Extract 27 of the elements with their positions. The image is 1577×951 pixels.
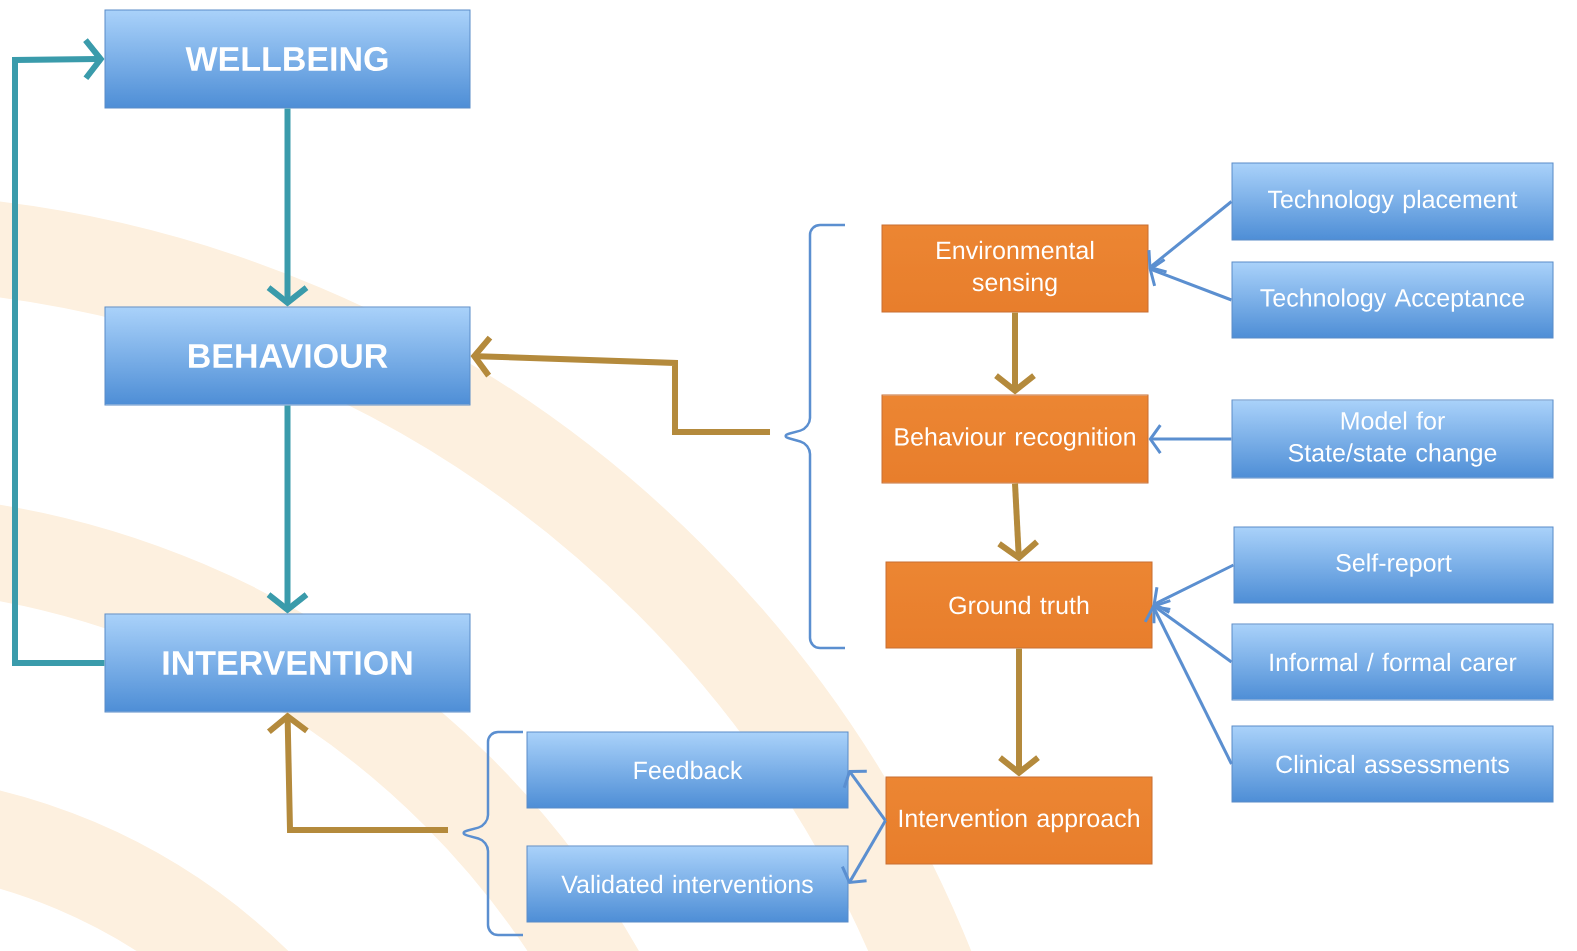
stage-box: BEHAVIOUR bbox=[104, 306, 471, 406]
arrow bbox=[12, 38, 105, 666]
process-box: Environmental sensing bbox=[881, 224, 1149, 313]
factor-box: Self-report bbox=[1233, 526, 1554, 604]
stage-box: INTERVENTION bbox=[104, 613, 471, 713]
process-box: Behaviour recognition bbox=[881, 394, 1149, 484]
arrow bbox=[1152, 563, 1235, 614]
arrow bbox=[266, 108, 309, 307]
arrow bbox=[1152, 599, 1233, 664]
arrow bbox=[841, 819, 887, 884]
arrow bbox=[266, 405, 309, 614]
process-box: Intervention approach bbox=[885, 776, 1153, 865]
process-box: Ground truth bbox=[885, 561, 1153, 649]
arrow bbox=[1148, 258, 1233, 302]
arrow bbox=[1143, 605, 1233, 765]
factor-box: Informal / formal carer bbox=[1231, 623, 1554, 701]
factor-box: Feedback bbox=[526, 731, 849, 809]
arrow bbox=[1148, 424, 1232, 454]
factor-box: Technology Acceptance bbox=[1231, 261, 1554, 339]
factor-box: Validated interventions bbox=[526, 845, 849, 923]
arrow bbox=[1147, 200, 1233, 274]
arrow bbox=[842, 769, 887, 822]
factor-box: Technology placement bbox=[1231, 162, 1554, 241]
factor-box: Clinical assessments bbox=[1231, 725, 1554, 803]
stage-box: WELLBEING bbox=[104, 9, 471, 109]
factor-box: Model for State/state change bbox=[1231, 399, 1554, 479]
arrow bbox=[998, 648, 1040, 777]
